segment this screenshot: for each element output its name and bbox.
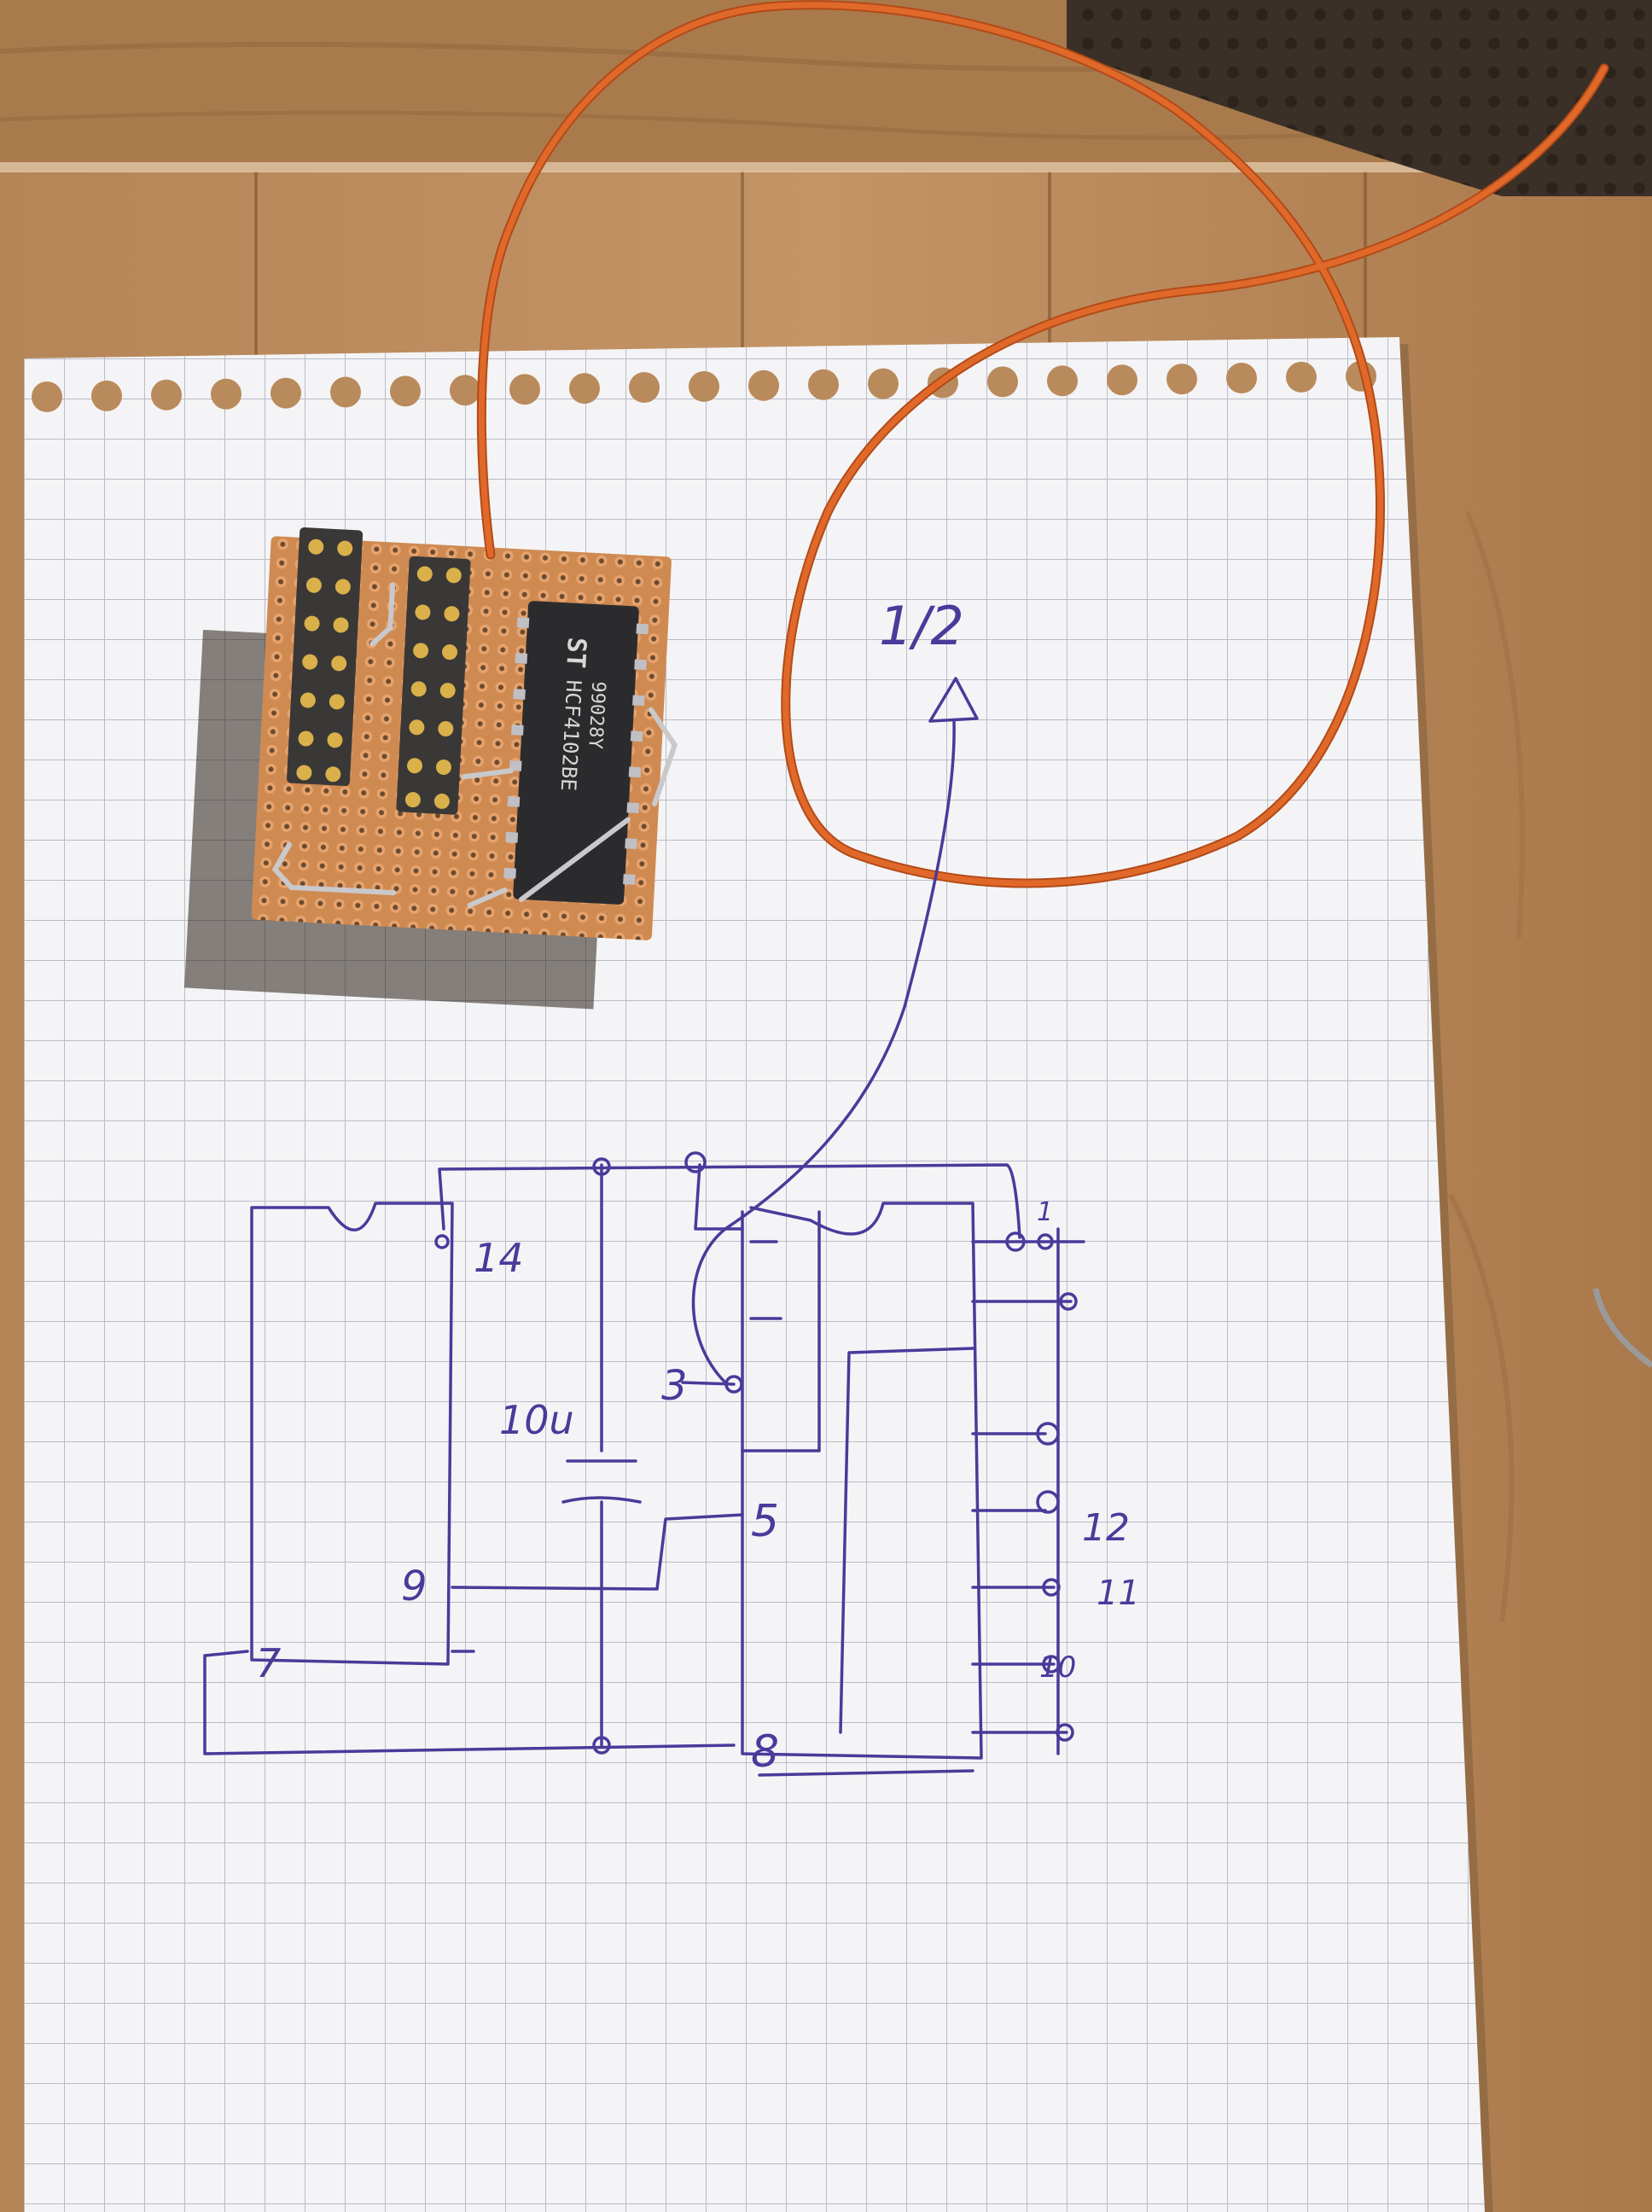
binding-hole bbox=[987, 366, 1018, 398]
chip-logo: ST bbox=[560, 637, 591, 669]
pin-7-label: 7 bbox=[256, 1640, 281, 1686]
binding-hole bbox=[1166, 364, 1197, 395]
right-ic-body bbox=[741, 1202, 983, 1760]
binding-hole bbox=[808, 369, 839, 400]
junction-dots bbox=[434, 1151, 1078, 1755]
solder-traces bbox=[271, 582, 678, 908]
binding-hole bbox=[509, 374, 540, 405]
binding-hole bbox=[1047, 365, 1078, 397]
binding-hole bbox=[151, 379, 182, 410]
hand-drawn-schematic bbox=[203, 677, 1085, 1777]
capacitor-plate-bottom bbox=[561, 1496, 642, 1504]
paper-binding-holes bbox=[32, 360, 1376, 412]
graph-paper bbox=[24, 337, 1493, 2212]
capacitor-label: 10u bbox=[499, 1397, 574, 1443]
binding-hole bbox=[689, 370, 719, 402]
pin-11-label: 11 bbox=[1096, 1574, 1140, 1613]
binding-hole bbox=[32, 381, 62, 412]
pin-3-label: 3 bbox=[661, 1362, 688, 1410]
binding-hole bbox=[390, 375, 421, 407]
binding-hole bbox=[91, 380, 122, 411]
pin-9-label: 9 bbox=[401, 1563, 428, 1610]
output-wire bbox=[691, 719, 956, 1384]
output-label: 1/2 bbox=[879, 595, 964, 657]
chip-part-number: HCF4102BE bbox=[556, 679, 586, 791]
orange-wire bbox=[476, 0, 1609, 888]
pin-10-label: 10 bbox=[1039, 1650, 1076, 1685]
pin-1-label: 1 bbox=[1037, 1197, 1053, 1227]
binding-hole bbox=[330, 376, 361, 408]
circuit-board: ST HCF4102BE 99028Y bbox=[184, 527, 678, 1010]
pin-5-label: 5 bbox=[751, 1496, 779, 1547]
bottom-wire bbox=[758, 1769, 974, 1777]
right-ic-inner-2 bbox=[839, 1347, 974, 1734]
ground-wire bbox=[203, 1650, 736, 1755]
binding-hole bbox=[868, 368, 899, 399]
stray-wire-edge bbox=[1592, 1288, 1652, 1368]
perfboard-corner bbox=[1067, 0, 1652, 196]
pin9-wire bbox=[451, 1513, 744, 1591]
binding-hole bbox=[629, 372, 660, 403]
schematic-labels: 1/2 14 10u 9 7 3 5 8 12 11 10 1 bbox=[256, 595, 1140, 1778]
chip-date-code: 99028Y bbox=[584, 681, 608, 750]
binding-hole bbox=[1286, 361, 1317, 393]
pin-12-label: 12 bbox=[1082, 1506, 1130, 1550]
binding-hole bbox=[450, 375, 480, 406]
binding-hole bbox=[748, 370, 779, 401]
ic-chip: ST HCF4102BE 99028Y bbox=[503, 601, 649, 905]
binding-hole bbox=[211, 378, 241, 410]
binding-hole bbox=[1107, 364, 1137, 396]
right-ic-inner bbox=[741, 1210, 821, 1452]
left-ic-body bbox=[250, 1202, 454, 1666]
binding-hole bbox=[270, 377, 301, 409]
pin-14-label: 14 bbox=[474, 1235, 524, 1281]
binding-hole bbox=[1226, 363, 1257, 393]
top-rail-wire bbox=[438, 1163, 1021, 1239]
binding-hole bbox=[569, 373, 600, 405]
ic-socket-left bbox=[287, 527, 364, 786]
pin-8-label: 8 bbox=[751, 1726, 779, 1778]
ic-socket-middle bbox=[396, 556, 471, 815]
